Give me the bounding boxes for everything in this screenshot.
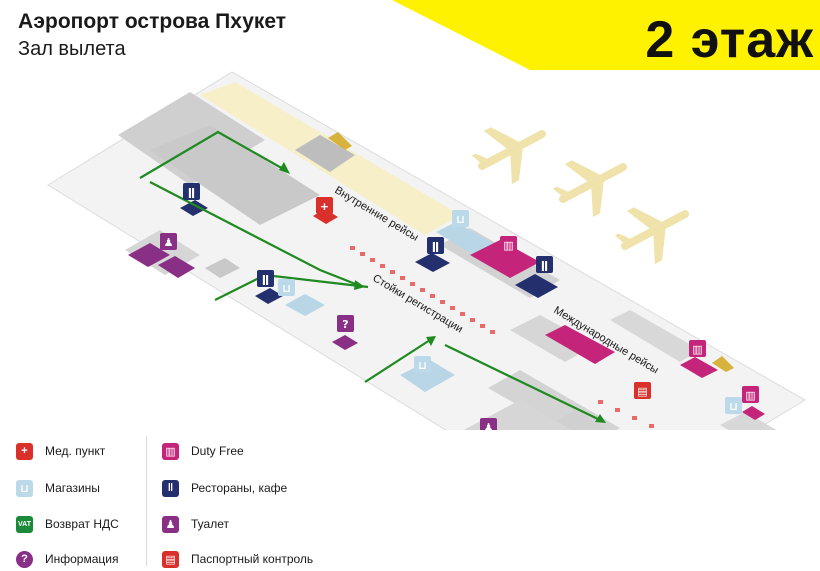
medical-icon: + [16,442,33,460]
legend-item-toilet: ♟ Туалет [162,514,229,534]
legend-item-restaurants: ǁ Рестораны, кафе [162,478,287,498]
page-title: Аэропорт острова Пхукет [18,10,287,33]
legend-item-info: ? Информация [16,549,118,569]
airplane-icon [471,127,690,264]
info-icon: ? [16,550,33,568]
svg-text:▥: ▥ [503,239,513,252]
svg-text:▥: ▥ [692,343,702,356]
svg-text:ǁ: ǁ [541,259,548,272]
map-legend: + Мед. пункт ▥ Duty Free ⊔ Магазины ǁ Ре… [0,430,420,571]
route-arrowheads [279,162,606,423]
passport-control-icon: ▤ [162,550,179,568]
legend-label: Туалет [191,517,229,531]
toilet-block [128,243,170,267]
building-block [295,135,355,172]
legend-label: Магазины [45,481,100,495]
building-block [610,310,700,362]
building-block [720,412,777,430]
legend-label: Информация [45,552,119,566]
svg-text:⊔: ⊔ [418,359,427,372]
legend-item-shops: ⊔ Магазины [16,478,100,498]
svg-text:+: + [320,200,329,213]
building-block [150,125,320,225]
legend-item-passport: ▤ Паспортный контроль [162,549,313,569]
svg-text:⊔: ⊔ [456,213,465,226]
duty-free-block [680,357,718,378]
vat-refund-icon: VAT [16,515,33,533]
legend-label: Рестораны, кафе [191,481,288,495]
svg-text:♟: ♟ [164,236,174,249]
legend-item-medical: + Мед. пункт [16,441,105,461]
restaurant-block [255,288,283,304]
legend-item-duty-free: ▥ Duty Free [162,441,244,461]
legend-label: Паспортный контроль [191,552,314,566]
svg-text:⊔: ⊔ [282,282,291,295]
airline-tail-icon [328,132,734,372]
shop-block [400,360,455,392]
legend-label: Мед. пункт [45,444,106,458]
airport-floor-map: ǁ ♟ + ǁ ⊔ ? ⊔ ǁ ▥ ǁ ⊔ ▤ ♟ ▥ ⊔ ▥ [47,71,806,430]
legend-label: Возврат НДС [45,517,119,531]
restaurant-block [515,274,558,298]
toilet-icon: ♟ [162,515,179,533]
shop-cart-icon: ⊔ [16,479,33,497]
checkin-counters [350,246,495,334]
legend-item-vat: VAT Возврат НДС [16,514,119,534]
building-block [488,370,620,430]
map-icons: ǁ ♟ + ǁ ⊔ ? ⊔ ǁ ▥ ǁ ⊔ ▤ ♟ ▥ ⊔ ▥ [160,183,759,430]
passport-counters [598,400,654,428]
building-block [205,258,240,278]
duty-free-icon: ▥ [162,442,179,460]
toilet-block [158,256,195,278]
svg-text:ǁ: ǁ [188,186,195,199]
restaurant-block [180,200,208,216]
floor-label: 2 этаж [645,11,814,69]
svg-text:▤: ▤ [637,385,647,398]
svg-text:⊔: ⊔ [729,400,738,413]
svg-text:ǁ: ǁ [262,273,269,286]
restaurant-block [415,253,450,272]
page-subtitle: Зал вылета [18,38,126,60]
svg-text:ǁ: ǁ [432,240,439,253]
duty-free-block [545,325,615,364]
legend-divider [146,436,147,566]
fork-knife-icon: ǁ [162,479,179,497]
legend-label: Duty Free [191,444,244,458]
svg-text:▥: ▥ [745,389,755,402]
shop-block [285,294,325,316]
info-block [332,335,358,350]
svg-text:?: ? [342,318,348,331]
duty-free-block [742,406,765,420]
svg-text:♟: ♟ [484,421,494,430]
duty-free-block [470,240,540,278]
